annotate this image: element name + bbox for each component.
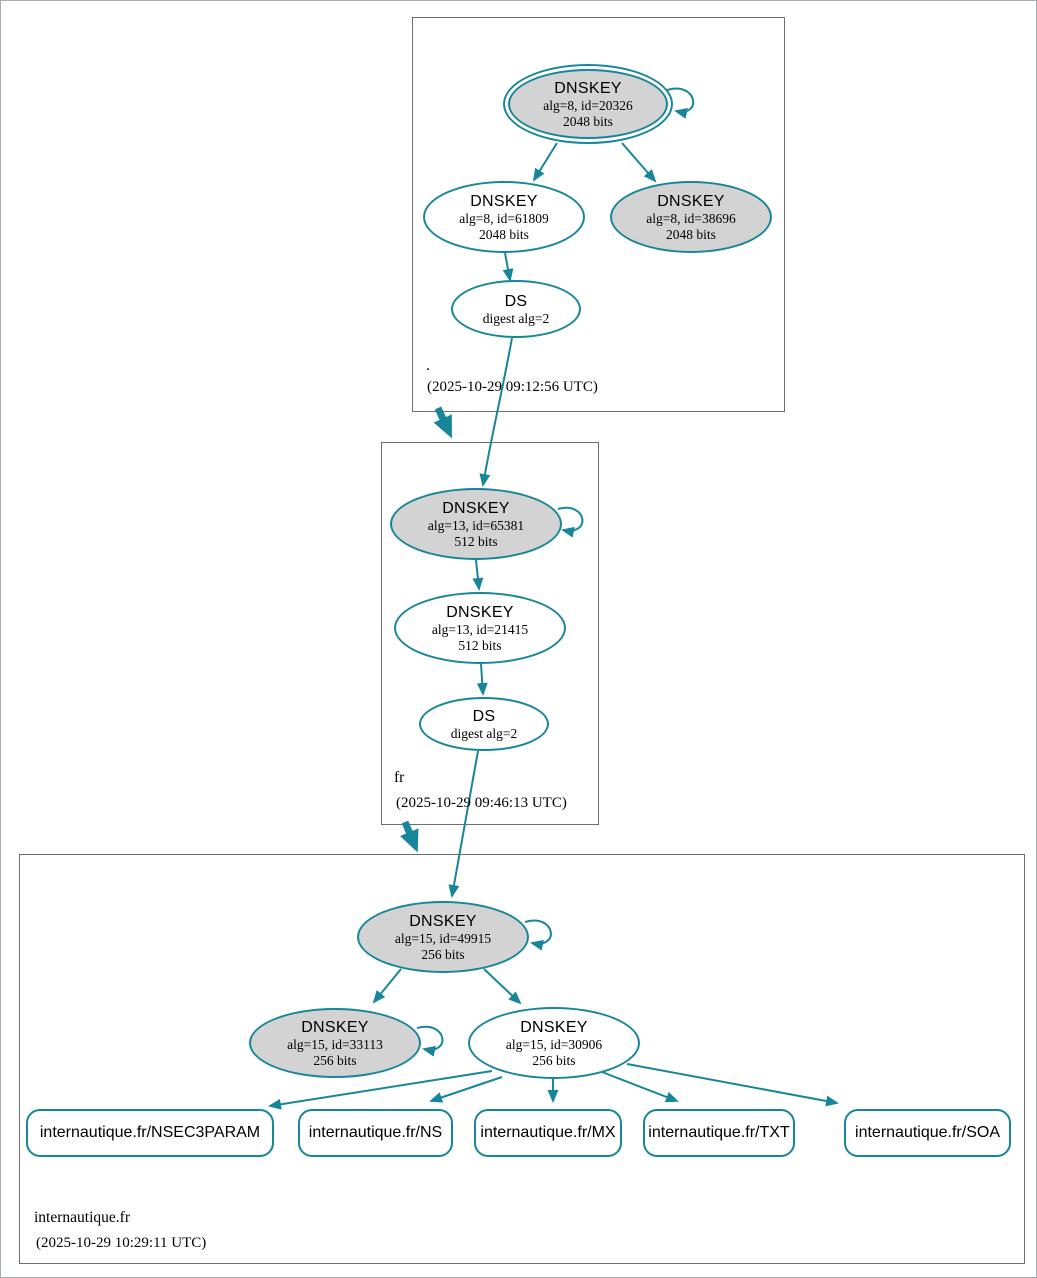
zone-timestamp-internautique: (2025-10-29 10:29:11 UTC) [36, 1235, 207, 1251]
node-bits: 2048 bits [479, 226, 529, 242]
node-title: DNSKEY [409, 912, 477, 930]
ds-node-root[interactable]: DS digest alg=2 [451, 280, 581, 338]
zone-label-root: . [426, 357, 430, 374]
node-detail: alg=15, id=33113 [287, 1036, 383, 1052]
node-detail: alg=8, id=61809 [459, 210, 549, 226]
node-detail: alg=15, id=49915 [394, 930, 492, 946]
zone-label-internautique: internautique.fr [34, 1209, 130, 1226]
node-title: DNSKEY [446, 603, 514, 621]
dnskey-node-internautique-key2[interactable]: DNSKEY alg=15, id=33113 256 bits [249, 1008, 421, 1078]
node-detail: digest alg=2 [450, 725, 518, 741]
zone-box-root [412, 17, 785, 412]
rrset-ns[interactable]: internautique.fr/NS [298, 1109, 453, 1157]
rrset-soa[interactable]: internautique.fr/SOA [844, 1109, 1011, 1157]
rrset-label: internautique.fr/NS [308, 1124, 443, 1141]
rrset-label: internautique.fr/TXT [648, 1124, 790, 1141]
zone-label-fr: fr [394, 769, 405, 786]
node-title: DNSKEY [470, 192, 538, 210]
dnskey-node-root-zsk[interactable]: DNSKEY alg=8, id=61809 2048 bits [423, 181, 585, 253]
zone-timestamp-fr: (2025-10-29 09:46:13 UTC) [396, 795, 567, 811]
rrset-mx[interactable]: internautique.fr/MX [474, 1109, 622, 1157]
node-detail: alg=13, id=65381 [427, 517, 525, 533]
dnskey-node-root-ksk[interactable]: DNSKEY alg=8, id=20326 2048 bits [503, 64, 673, 144]
dnskey-node-internautique-ksk[interactable]: DNSKEY alg=15, id=49915 256 bits [357, 901, 529, 973]
dnskey-node-root-standby[interactable]: DNSKEY alg=8, id=38696 2048 bits [610, 181, 772, 253]
node-title: DS [504, 292, 528, 310]
node-title: DNSKEY [301, 1018, 369, 1036]
ds-node-fr[interactable]: DS digest alg=2 [419, 697, 549, 751]
node-bits: 256 bits [532, 1052, 576, 1068]
node-detail: digest alg=2 [482, 310, 550, 326]
rrset-txt[interactable]: internautique.fr/TXT [643, 1109, 795, 1157]
node-title: DNSKEY [520, 1018, 588, 1036]
dnskey-node-fr-ksk[interactable]: DNSKEY alg=13, id=65381 512 bits [390, 488, 562, 560]
edge-delegation-fr-to-internautique [400, 820, 419, 853]
zone-timestamp-root: (2025-10-29 09:12:56 UTC) [427, 379, 598, 395]
dnskey-node-internautique-zsk[interactable]: DNSKEY alg=15, id=30906 256 bits [468, 1007, 640, 1079]
zone-box-internautique [19, 854, 1025, 1264]
node-title: DNSKEY [657, 192, 725, 210]
node-bits: 256 bits [313, 1052, 357, 1068]
dnskey-node-root-ksk-inner: DNSKEY alg=8, id=20326 2048 bits [508, 69, 668, 139]
rrset-label: internautique.fr/SOA [855, 1124, 1000, 1141]
rrset-label: internautique.fr/NSEC3PARAM [39, 1124, 261, 1141]
node-bits: 2048 bits [666, 226, 716, 242]
node-detail: alg=8, id=20326 [543, 97, 633, 113]
node-bits: 256 bits [421, 946, 465, 962]
node-title: DS [472, 707, 496, 725]
node-bits: 2048 bits [563, 113, 613, 129]
node-title: DNSKEY [442, 499, 510, 517]
node-detail: alg=13, id=21415 [431, 621, 529, 637]
node-detail: alg=15, id=30906 [505, 1036, 603, 1052]
node-title: DNSKEY [554, 79, 622, 97]
rrset-nsec3param[interactable]: internautique.fr/NSEC3PARAM [26, 1109, 274, 1157]
node-bits: 512 bits [458, 637, 502, 653]
node-detail: alg=8, id=38696 [646, 210, 736, 226]
dnskey-node-fr-zsk[interactable]: DNSKEY alg=13, id=21415 512 bits [394, 592, 566, 664]
node-bits: 512 bits [454, 533, 498, 549]
rrset-label: internautique.fr/MX [480, 1124, 616, 1141]
